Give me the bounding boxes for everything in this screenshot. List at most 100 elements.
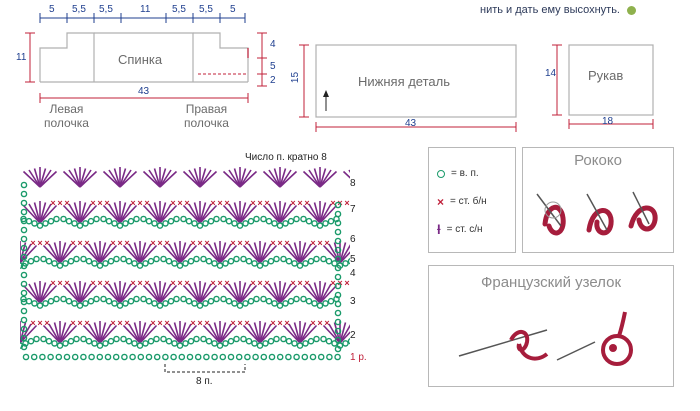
chain-symbol <box>31 300 38 307</box>
chain-symbol <box>280 335 287 343</box>
chart-row-label: 1 р. <box>350 352 367 363</box>
chain-symbol <box>185 297 193 305</box>
sc-symbol: × <box>150 318 155 328</box>
sc-symbol: × <box>197 318 202 328</box>
dc-symbol <box>253 242 261 264</box>
chain-symbol <box>85 337 93 345</box>
dc-symbol <box>139 322 147 344</box>
dc-symbol <box>293 322 301 344</box>
dc-symbol <box>179 323 192 344</box>
dim-sleeve-height: 14 <box>545 68 557 79</box>
chain-symbol <box>76 222 84 229</box>
chain-symbol <box>317 353 325 361</box>
dc-symbol <box>273 202 281 224</box>
chain-symbol <box>196 302 204 309</box>
chain-symbol <box>322 300 329 307</box>
dc-symbol <box>339 331 350 344</box>
chain-symbol <box>285 353 292 361</box>
chain-symbol <box>334 336 342 344</box>
dc-symbol <box>279 170 298 188</box>
chart-row-label: 4 <box>350 268 356 279</box>
dc-symbol <box>222 284 241 304</box>
dc-symbol <box>319 284 338 304</box>
chain-symbol <box>244 353 251 361</box>
chain-symbol <box>225 217 233 225</box>
dc-symbol <box>222 170 241 188</box>
chain-symbol <box>253 295 260 303</box>
chain-symbol <box>113 335 120 343</box>
sc-symbol: × <box>317 238 322 248</box>
dc-symbol <box>73 282 81 304</box>
sc-symbol: × <box>44 318 49 328</box>
dc-symbol <box>333 322 341 344</box>
dc-symbol <box>39 283 52 304</box>
chain-symbol <box>200 255 207 263</box>
dc-symbol <box>139 243 152 264</box>
chain-symbol <box>225 297 233 305</box>
chain-symbol <box>76 302 84 309</box>
chain-symbol <box>113 255 120 263</box>
dc-symbol <box>313 282 321 304</box>
chain-symbol <box>80 335 87 343</box>
dc-symbol <box>62 204 81 224</box>
dc-symbol <box>148 169 161 188</box>
dc-symbol <box>202 324 221 344</box>
sc-symbol: × <box>244 318 249 328</box>
chain-symbol <box>322 220 329 227</box>
dc-symbol <box>139 323 152 344</box>
chain-symbol <box>136 342 144 349</box>
chain-symbol <box>334 273 342 281</box>
dc-symbol <box>193 282 201 304</box>
chain-symbol <box>82 220 89 227</box>
chain-symbol <box>260 215 267 223</box>
dc-symbol <box>279 284 298 304</box>
chain-symbol <box>107 257 115 265</box>
dc-symbol <box>179 244 198 264</box>
legend-row-dc: ƚ = ст. с/н <box>437 221 483 237</box>
chain-symbol <box>20 235 28 243</box>
chain-symbol <box>20 307 28 315</box>
chain-symbol <box>105 297 113 305</box>
dc-symbol <box>248 323 261 344</box>
t-icon: ƚ <box>437 221 441 237</box>
chain-symbol <box>334 327 342 335</box>
chain-symbol <box>178 353 186 361</box>
sc-symbol: × <box>284 318 289 328</box>
chain-symbol <box>140 215 147 223</box>
sc-symbol: × <box>104 278 109 288</box>
sc-symbol: × <box>177 198 182 208</box>
dc-symbol <box>242 244 261 264</box>
chain-symbol <box>202 300 209 307</box>
chain-symbol <box>191 300 198 307</box>
chain-symbol <box>334 201 342 209</box>
sc-symbol: × <box>284 238 289 248</box>
dc-symbol <box>279 283 292 304</box>
dc-symbol <box>253 322 261 344</box>
dc-symbol <box>59 243 72 264</box>
legend-sc-text: = ст. б/н <box>450 196 487 207</box>
chain-symbol <box>51 340 58 347</box>
chain-symbol <box>252 353 259 361</box>
dc-symbol <box>33 202 41 224</box>
sc-symbol: × <box>57 278 62 288</box>
dim-lower-width: 43 <box>405 118 417 129</box>
chain-symbol <box>125 257 133 265</box>
dc-symbol <box>99 243 112 264</box>
sc-symbol: × <box>184 278 189 288</box>
chain-symbol <box>30 353 38 361</box>
dc-symbol <box>302 204 321 224</box>
lower-piece-title: Нижняя деталь <box>358 74 450 89</box>
sc-symbol: × <box>30 238 35 248</box>
dc-symbol <box>39 170 58 188</box>
chain-symbol <box>105 217 113 225</box>
chain-symbol <box>20 289 28 297</box>
dc-symbol <box>88 323 101 344</box>
left-front-label: Левая полочка <box>44 102 89 130</box>
dc-symbol <box>22 284 41 304</box>
dc-symbol <box>182 204 201 224</box>
sc-symbol: × <box>124 318 129 328</box>
sc-symbol: × <box>324 238 329 248</box>
sc-symbol: × <box>97 198 102 208</box>
chain-symbol <box>251 260 258 267</box>
dc-symbol <box>48 243 61 264</box>
